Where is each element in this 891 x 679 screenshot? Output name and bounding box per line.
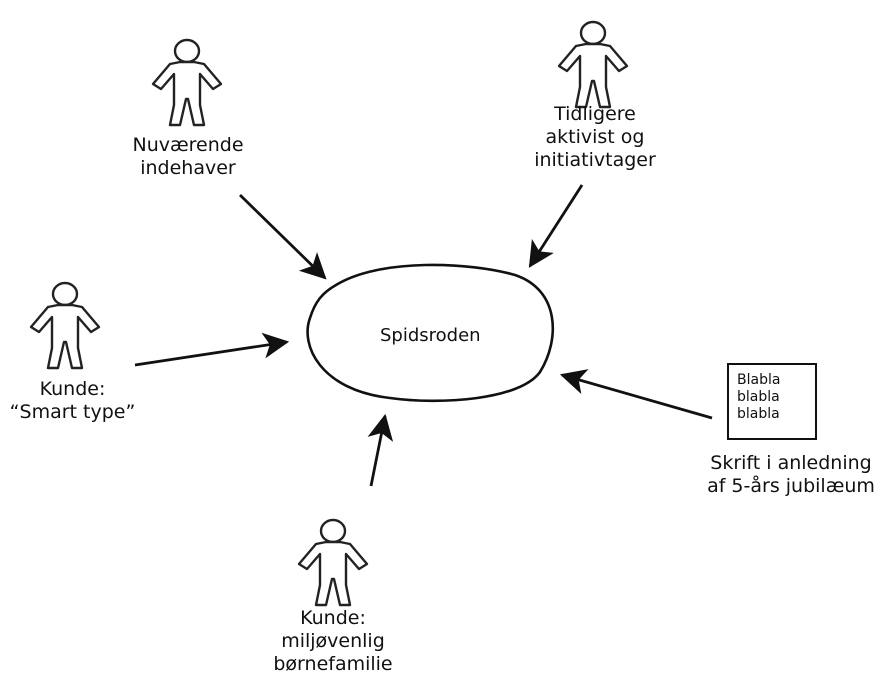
actor-activist-line: Tidligere: [554, 103, 636, 125]
arrow-activist-to-center: [528, 184, 584, 268]
actor-owner-line: Nuværende: [132, 134, 244, 156]
actor-smart-line: “Smart type”: [9, 401, 136, 423]
document-caption: Skrift i anledning af 5-års jubilæum: [695, 452, 887, 498]
actor-family-line: børnefamilie: [273, 653, 393, 675]
document-line: blabla: [737, 406, 780, 422]
actor-family-icon: [297, 518, 369, 607]
arrow-family-to-center: [367, 413, 394, 487]
actor-family-line: miljøvenlig: [281, 630, 385, 652]
document-line: blabla: [737, 389, 780, 405]
document-line: Blabla: [737, 372, 781, 388]
actor-family-line: Kunde:: [300, 607, 366, 629]
center-node-oval: [306, 263, 555, 403]
arrow-document-to-center: [559, 369, 713, 420]
center-node-label: Spidsroden: [380, 325, 481, 346]
document-box: Blabla blabla blabla: [727, 363, 817, 440]
arrow-smart-to-center: [134, 332, 290, 367]
document-caption-line: af 5-års jubilæum: [707, 475, 875, 497]
actor-smart-icon: [29, 281, 101, 370]
actor-family-label: Kunde: miljøvenlig børnefamilie: [268, 607, 398, 676]
actor-activist-icon: [557, 20, 629, 109]
actor-activist-label: Tidligere aktivist og initiativtager: [520, 103, 670, 172]
actor-owner-line: indehaver: [140, 157, 236, 179]
actor-activist-line: aktivist og: [545, 126, 645, 148]
arrow-owner-to-center: [239, 193, 327, 280]
actor-owner-icon: [151, 38, 223, 127]
actor-smart-label: Kunde: “Smart type”: [5, 378, 140, 424]
actor-smart-line: Kunde:: [39, 378, 106, 400]
document-caption-line: Skrift i anledning: [710, 452, 872, 474]
actor-owner-label: Nuværende indehaver: [118, 134, 258, 180]
actor-activist-line: initiativtager: [534, 149, 656, 171]
